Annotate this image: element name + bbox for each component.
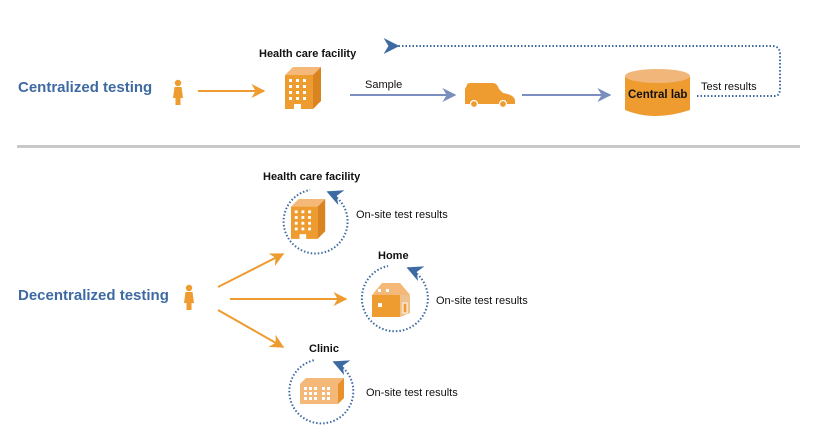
sample-label: Sample [365,79,403,91]
site-home-result: On-site test results [436,295,528,307]
decentralized-title: Decentralized testing [18,287,169,304]
results-return-dotted-arrow [383,38,781,97]
lab-cylinder-icon [625,69,690,116]
central-lab-label: Central lab [628,89,688,101]
clinic-dotted-cycle [288,359,355,425]
arrow-to-facility [217,253,285,288]
arrow-to-clinic [217,309,285,348]
site-clinic-result: On-site test results [366,387,458,399]
facility-building-icon [291,199,326,239]
site-facility-name: Health care facility [263,171,361,183]
van-icon [465,83,515,109]
centralized-person-icon [173,79,183,105]
clinic-icon [300,378,344,404]
clinic-site [288,359,355,425]
centralized-title: Centralized testing [18,79,153,96]
facility-site [282,189,349,255]
section-divider [17,145,800,148]
house-icon [372,283,410,317]
home-site [360,265,429,333]
facility-dotted-cycle [282,189,349,255]
test-results-label: Test results [701,81,757,93]
site-facility-result: On-site test results [356,209,448,221]
centralized-building-icon [285,67,321,109]
decentralized-person-icon [184,284,194,310]
site-clinic-name: Clinic [309,343,339,355]
site-home-name: Home [378,250,409,262]
centralized-facility-label: Health care facility [259,48,357,60]
home-dotted-cycle [360,265,429,333]
